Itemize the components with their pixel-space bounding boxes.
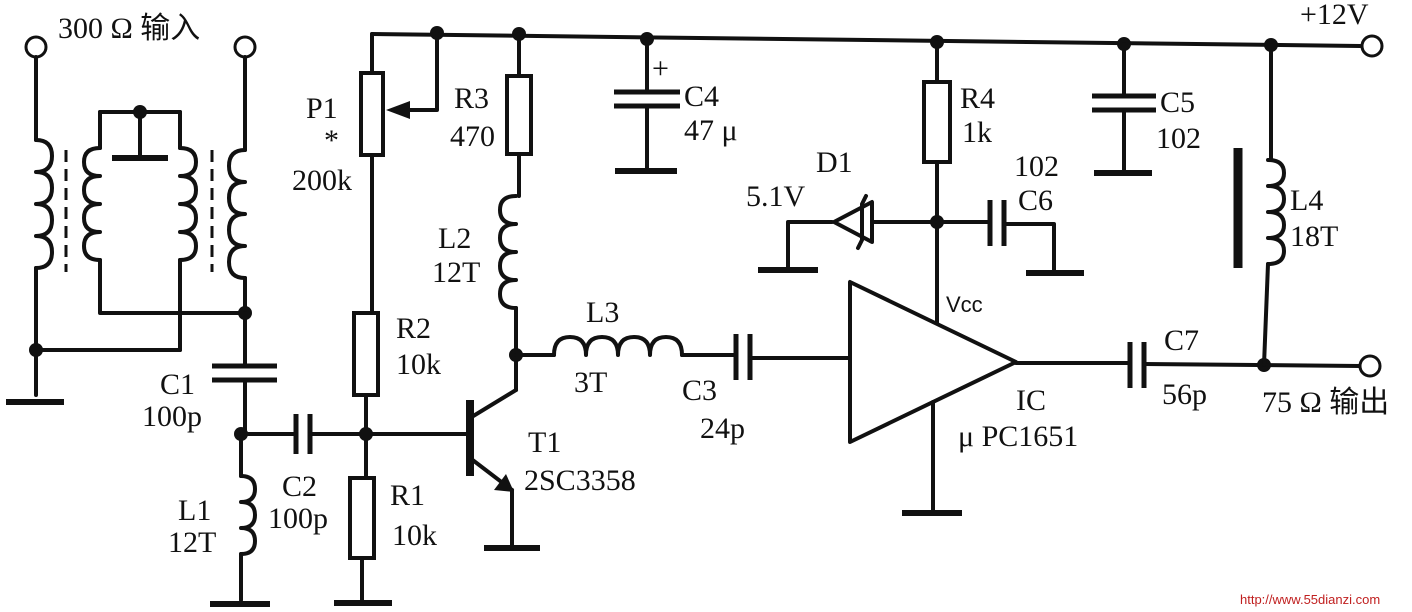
inductor-l2 — [498, 194, 523, 392]
capacitor-c3 — [733, 334, 852, 380]
input-terminal-right — [233, 35, 257, 59]
input-terminal-left — [24, 35, 48, 59]
l4-value: 18T — [1290, 220, 1338, 253]
c3-value: 24p — [700, 412, 745, 445]
resistor-r3 — [505, 32, 533, 198]
resistor-r2 — [352, 311, 380, 480]
d1-value: 5.1V — [746, 180, 806, 213]
transistor-t1 — [466, 388, 540, 551]
c6-name: C6 — [1018, 184, 1053, 217]
supply-label: +12V — [1300, 0, 1369, 31]
input-label: 300 Ω 输入 — [58, 12, 200, 45]
l2-name: L2 — [438, 222, 471, 255]
d1-name: D1 — [816, 146, 853, 179]
ic-value: μ PC1651 — [958, 420, 1078, 453]
p1-star: * — [324, 124, 339, 157]
c5-value: 102 — [1156, 122, 1201, 155]
c2-value: 100p — [268, 502, 328, 535]
t1-value: 2SC3358 — [524, 464, 636, 497]
capacitor-c4 — [614, 37, 680, 174]
inductor-l4 — [1233, 43, 1286, 367]
l2-value: 12T — [432, 256, 480, 289]
r2-value: 10k — [396, 348, 441, 381]
c1-value: 100p — [142, 400, 202, 433]
r3-name: R3 — [454, 82, 489, 115]
l1-value: 12T — [168, 526, 216, 559]
supply-terminal — [1360, 34, 1384, 58]
capacitor-c1 — [212, 311, 277, 441]
c5-name: C5 — [1160, 86, 1195, 119]
p1-value: 200k — [292, 164, 352, 197]
ic-name: IC — [1016, 384, 1046, 417]
c3-name: C3 — [682, 374, 717, 407]
r3-value: 470 — [450, 120, 495, 153]
r1-value: 10k — [392, 519, 437, 552]
c4-polarity: + — [652, 52, 669, 85]
c2-name: C2 — [282, 470, 317, 503]
l3-value: 3T — [574, 366, 607, 399]
resistor-r4 — [922, 40, 952, 326]
capacitor-c7 — [1127, 342, 1382, 388]
c7-value: 56p — [1162, 378, 1207, 411]
output-label: 75 Ω 输出 — [1262, 386, 1389, 419]
r2-name: R2 — [396, 312, 431, 345]
input-transformer — [6, 35, 257, 405]
inductor-l3 — [514, 335, 738, 357]
ic-vcc-label: Vcc — [946, 292, 983, 317]
r4-name: R4 — [960, 82, 995, 115]
supply-rail — [370, 26, 1384, 58]
l3-name: L3 — [586, 296, 619, 329]
t1-name: T1 — [528, 426, 561, 459]
r1-name: R1 — [390, 479, 425, 512]
l4-name: L4 — [1290, 184, 1323, 217]
c1-name: C1 — [160, 368, 195, 401]
capacitor-c5 — [1092, 42, 1156, 176]
c4-name: C4 — [684, 80, 719, 113]
ic-amplifier — [848, 280, 1132, 516]
resistor-r1 — [334, 476, 392, 606]
capacitor-c2 — [239, 414, 468, 454]
labels: 300 Ω 输入 +12V 75 Ω 输出 P1 * 200k R3 470 L… — [58, 0, 1389, 607]
c7-name: C7 — [1164, 324, 1199, 357]
c4-value: 47 μ — [684, 114, 738, 147]
l1-name: L1 — [178, 494, 211, 527]
watermark: http://www.55dianzi.com — [1240, 592, 1380, 607]
zener-diode-d1 — [758, 194, 939, 273]
inductor-l1 — [210, 432, 270, 607]
capacitor-c6 — [935, 200, 1084, 276]
r4-value: 1k — [962, 116, 992, 149]
c6-value: 102 — [1014, 150, 1059, 183]
potentiometer-p1 — [359, 31, 439, 315]
output-terminal — [1358, 354, 1382, 378]
p1-name: P1 — [306, 92, 338, 125]
